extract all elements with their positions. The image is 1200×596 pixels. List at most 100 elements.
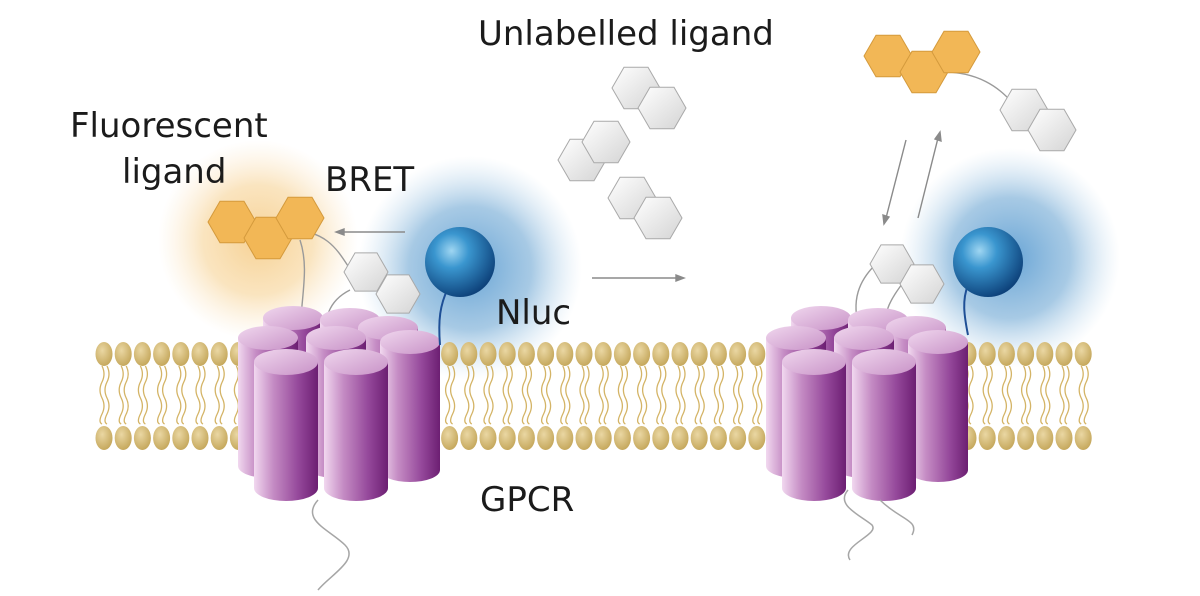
- transmembrane-helix: [908, 330, 968, 482]
- lipid-head: [191, 426, 209, 450]
- lipid-head: [594, 426, 612, 450]
- lipid-head: [1017, 426, 1035, 450]
- lipid-tail: [757, 365, 763, 425]
- lipid-tail: [214, 365, 220, 425]
- lipid-head: [172, 342, 190, 366]
- lipid-head: [460, 342, 478, 366]
- lipid-tail: [464, 365, 470, 425]
- lipid-tail: [181, 365, 187, 425]
- lipid-head: [479, 426, 497, 450]
- lipid-tail: [617, 365, 624, 425]
- nluc-label: Nluc: [496, 293, 572, 333]
- lipid-tail: [233, 365, 240, 425]
- lipid-head: [1055, 426, 1073, 450]
- lipid-head: [978, 342, 996, 366]
- nluc-sphere-left: [425, 227, 495, 297]
- lipid-tail: [713, 365, 720, 425]
- lipid-head: [537, 426, 555, 450]
- lipid-head: [498, 426, 516, 450]
- lipid-head: [575, 426, 593, 450]
- lipid-tail: [1078, 365, 1084, 425]
- transmembrane-helix: [852, 349, 916, 501]
- lipid-head: [1036, 426, 1054, 450]
- lipid-tail: [502, 365, 508, 425]
- transmembrane-helix: [782, 349, 846, 501]
- lipid-tail: [118, 365, 124, 425]
- lipid-head: [575, 342, 593, 366]
- bound-ligand-hexagon: [375, 274, 421, 314]
- lipid-tail: [219, 365, 225, 425]
- lipid-head: [441, 426, 459, 450]
- lipid-head: [153, 426, 171, 450]
- bret-label: BRET: [325, 160, 415, 200]
- lipid-tail: [1045, 365, 1051, 425]
- lipid-head: [729, 342, 747, 366]
- lipid-tail: [661, 365, 667, 425]
- lipid-tail: [123, 365, 129, 425]
- lipid-head: [114, 342, 132, 366]
- lipid-head: [997, 342, 1015, 366]
- lipid-head: [133, 342, 151, 366]
- ligand-molecules: [207, 30, 1077, 314]
- lipid-head: [133, 426, 151, 450]
- transmembrane-helix: [254, 349, 318, 501]
- lipid-head: [633, 342, 651, 366]
- lipid-tail: [718, 365, 725, 425]
- fluorescent-ligand-hexagon: [275, 196, 325, 240]
- lipid-head: [537, 342, 555, 366]
- lipid-head: [460, 426, 478, 450]
- lipid-tail: [675, 365, 681, 425]
- lipid-head: [556, 426, 574, 450]
- lipid-tail: [968, 365, 974, 425]
- unlabelled-ligand-label: Unlabelled ligand: [478, 14, 774, 54]
- lipid-tail: [1001, 365, 1008, 425]
- lipid-head: [690, 426, 708, 450]
- lipid-tail: [142, 365, 149, 425]
- lipid-tail: [584, 365, 590, 425]
- lipid-tail: [579, 365, 585, 425]
- gpcr-receptors: [238, 306, 968, 501]
- lipid-tail: [195, 365, 201, 425]
- lipid-tail: [1059, 365, 1065, 425]
- lipid-head: [633, 426, 651, 450]
- lipid-tail: [521, 365, 528, 425]
- lipid-head: [748, 426, 766, 450]
- lipid-head: [690, 342, 708, 366]
- bound-ligand-hexagon: [343, 252, 389, 292]
- lipid-head: [517, 426, 535, 450]
- lipid-tail: [545, 365, 552, 425]
- lipid-tail: [694, 365, 700, 425]
- lipid-head: [748, 342, 766, 366]
- lipid-head: [709, 342, 727, 366]
- lipid-tail: [636, 365, 643, 425]
- lipid-tail: [161, 365, 168, 425]
- lipid-head: [978, 426, 996, 450]
- lipid-head: [729, 426, 747, 450]
- lipid-head: [153, 342, 171, 366]
- bound-ligand-hexagon: [899, 264, 945, 304]
- lipid-head: [709, 426, 727, 450]
- lipid-tail: [137, 365, 144, 425]
- unlabelled-ligand-hexagon: [581, 120, 631, 164]
- lipid-tail: [526, 365, 533, 425]
- lipid-head: [613, 342, 631, 366]
- lipid-head: [1074, 342, 1092, 366]
- fluorescent-ligand-hexagon: [1027, 108, 1077, 152]
- lipid-tail: [598, 365, 604, 425]
- unlabelled-ligand-hexagon: [637, 86, 687, 130]
- lipid-head: [594, 342, 612, 366]
- lipid-head: [441, 342, 459, 366]
- lipid-head: [95, 342, 113, 366]
- lipid-head: [172, 426, 190, 450]
- lipid-tail: [560, 365, 566, 425]
- lipid-tail: [603, 365, 609, 425]
- lipid-tail: [99, 365, 105, 425]
- lipid-head: [210, 342, 228, 366]
- lipid-tail: [1020, 365, 1027, 425]
- lipid-tail: [987, 365, 993, 425]
- fluorescent-ligand-label-line2: ligand: [122, 152, 227, 192]
- lipid-tail: [1083, 365, 1089, 425]
- lipid-tail: [565, 365, 571, 425]
- lipid-head: [498, 342, 516, 366]
